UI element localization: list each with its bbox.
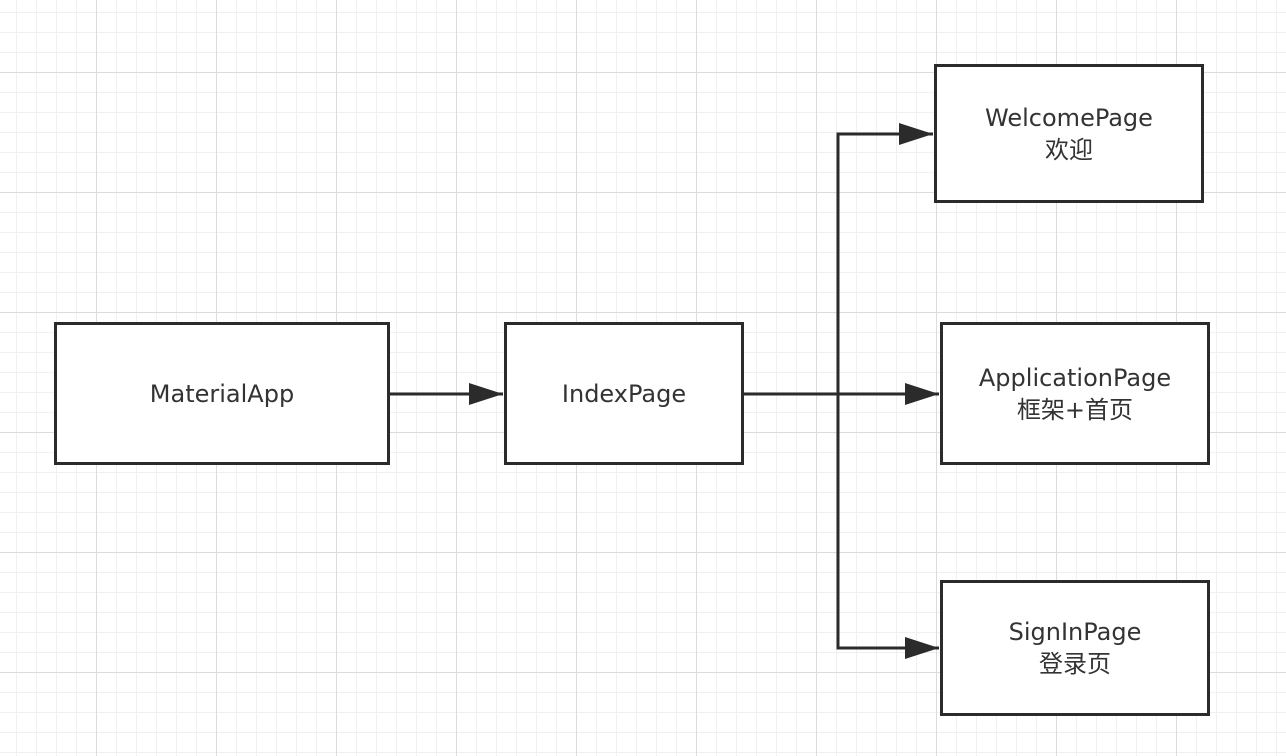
node-welcome-page-label: WelcomePage (985, 103, 1153, 132)
node-material-app-label: MaterialApp (149, 379, 295, 408)
node-application-page-sublabel: 框架+首页 (1016, 395, 1134, 424)
node-index-page-label: IndexPage (561, 379, 687, 408)
node-application-page-label: ApplicationPage (978, 363, 1172, 392)
node-sign-in-page-sublabel: 登录页 (1039, 650, 1111, 678)
edge-indexpage-to-welcomepage (744, 123, 933, 396)
node-index-page: IndexPage (504, 322, 744, 465)
node-welcome-page-sublabel: 欢迎 (1045, 135, 1093, 164)
node-application-page: ApplicationPage 框架+首页 (940, 322, 1210, 465)
node-sign-in-page: SignInPage 登录页 (940, 580, 1210, 716)
edge-indexpage-to-signinpage (836, 394, 939, 659)
node-sign-in-page-label: SignInPage (1008, 618, 1142, 646)
node-welcome-page: WelcomePage 欢迎 (934, 64, 1204, 203)
node-material-app: MaterialApp (54, 322, 390, 465)
